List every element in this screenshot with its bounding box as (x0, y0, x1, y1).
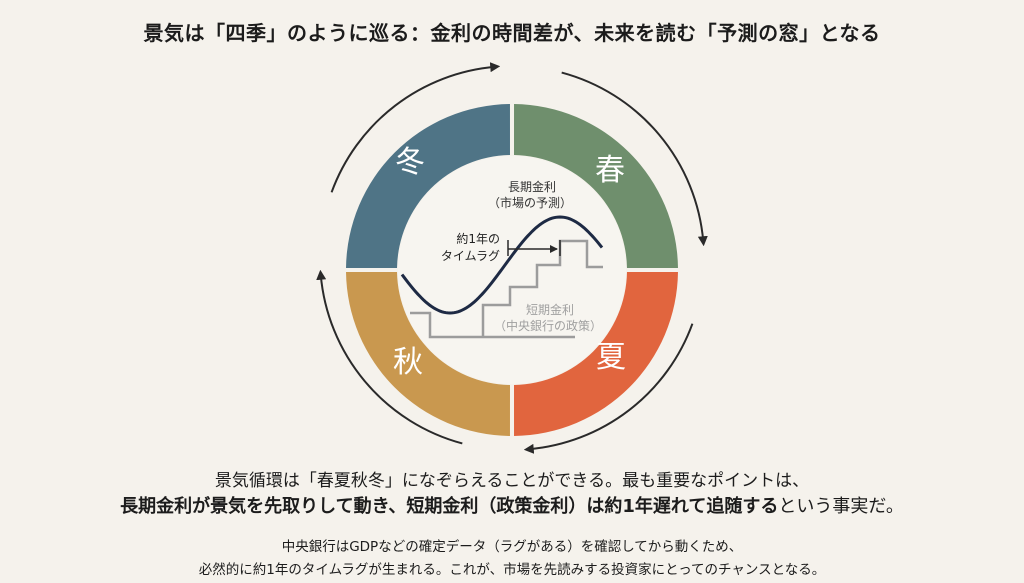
short-rate-label: 短期金利 (526, 302, 574, 317)
cycle-arrow-3 (523, 323, 694, 454)
segment-autumn (346, 272, 510, 436)
season-spring: 春 (595, 153, 625, 188)
cycle-arrows (316, 62, 708, 454)
summary-line-1: 景気循環は「春夏秋冬」になぞらえることができる。最も重要なポイントは、 (214, 471, 810, 491)
cycle-arrow-4 (316, 269, 463, 445)
season-winter: 冬 (395, 145, 425, 180)
note-line-2: 必然的に約1年のタイムラグが生まれる。これが、市場を先読みする投資家にとってのチ… (198, 562, 826, 578)
lag-label-2: タイムラグ (441, 249, 500, 263)
note-line-1: 中央銀行はGDPなどの確定データ（ラグがある）を確認してから動くため、 (281, 539, 743, 555)
short-rate-steps (481, 239, 603, 337)
inner-circle (398, 156, 626, 384)
long-rate-label: 長期金利 (508, 179, 556, 194)
short-rate-line (410, 311, 575, 339)
short-rate-sublabel: （中央銀行の政策） (494, 318, 602, 333)
season-autumn: 秋 (393, 345, 423, 380)
long-rate-sublabel: （市場の予測） (488, 195, 572, 210)
cycle-arrow-2 (561, 71, 708, 247)
page-title: 景気は「四季」のように巡る：金利の時間差が、未来を読む「予測の窓」となる (143, 21, 881, 45)
summary-emphasis: 長期金利が景気を先取りして動き、短期金利（政策金利）は約1年遅れて追随する (120, 496, 779, 517)
lag-label-1: 約1年の (456, 231, 500, 246)
cycle-arrow-1 (330, 62, 501, 193)
segment-spring (514, 104, 678, 268)
season-ring (346, 104, 678, 436)
long-rate-curve (400, 215, 604, 315)
season-summer: 夏 (596, 340, 626, 375)
segment-winter (346, 104, 510, 268)
segment-summer (514, 272, 678, 436)
summary-line-2-rest: という事実だ。 (778, 496, 904, 517)
summary-line-2: 長期金利が景気を先取りして動き、短期金利（政策金利）は約1年遅れて追随するという… (0, 492, 1024, 518)
